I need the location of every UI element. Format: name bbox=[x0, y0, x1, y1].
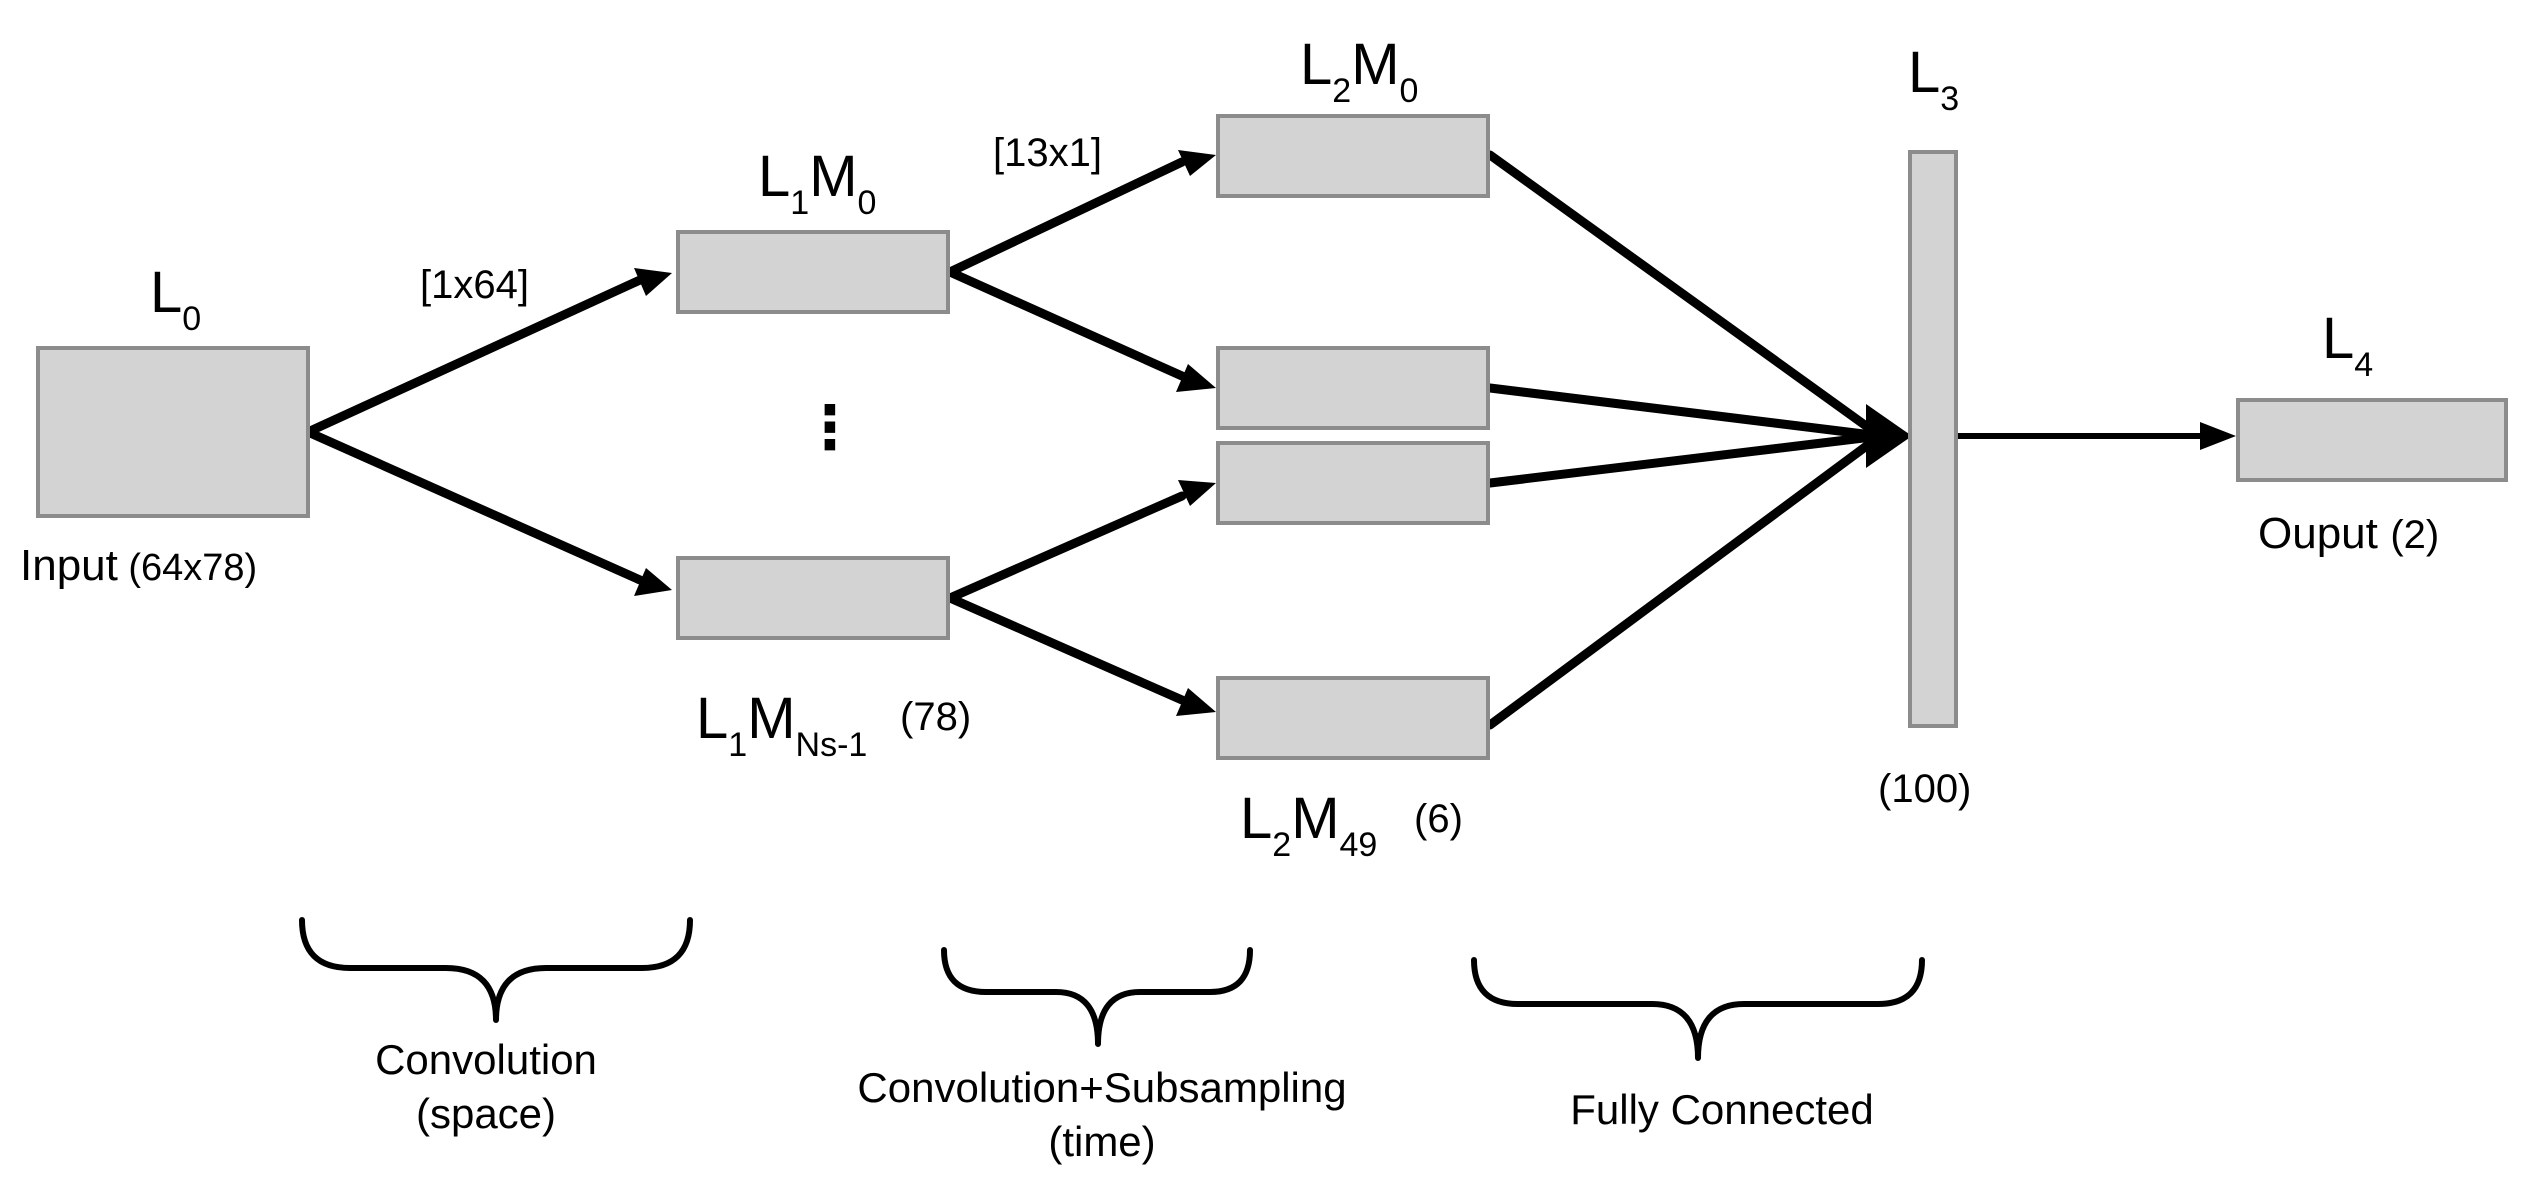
l1mlast-layer-sub: 1 bbox=[728, 726, 747, 764]
edge-l1m0-to-l2m1 bbox=[945, 267, 1187, 381]
edge-l1mlast-to-l2m2 bbox=[945, 491, 1187, 603]
l0-label: L0 bbox=[150, 260, 201, 338]
l2mlast-layer: L bbox=[1240, 786, 1272, 851]
l0-sub: 0 bbox=[182, 300, 201, 338]
arrowhead-l2mlast bbox=[1176, 688, 1216, 716]
l2mlast-map-sub: 49 bbox=[1340, 826, 1378, 864]
edge-l1m0-to-l2m0 bbox=[945, 157, 1187, 277]
arrowhead-l2m1 bbox=[1176, 364, 1216, 392]
l2m2-box bbox=[1216, 441, 1490, 525]
edge-input-to-l1m0 bbox=[303, 275, 645, 437]
l2m0-map: M bbox=[1351, 32, 1399, 97]
l1mlast-label: L1MNs-1 bbox=[696, 686, 867, 764]
l1mlast-layer: L bbox=[696, 686, 728, 751]
l3-count: (100) bbox=[1878, 767, 1971, 811]
edge-input-to-l1mlast bbox=[303, 427, 645, 585]
l1m0-map-sub: 0 bbox=[858, 184, 877, 222]
brace-fully-connected bbox=[1471, 957, 1925, 1061]
l3-label: L3 bbox=[1908, 40, 1959, 118]
stage-convolution-time-line1: Convolution+Subsampling bbox=[857, 1064, 1346, 1111]
input-box bbox=[36, 346, 310, 518]
arrowhead-l2m0 bbox=[1178, 150, 1216, 176]
l2m0-box bbox=[1216, 114, 1490, 198]
l3-layer: L bbox=[1908, 40, 1940, 105]
kernel-space-label: [1x64] bbox=[420, 263, 529, 307]
kernel-time-label: [13x1] bbox=[993, 131, 1102, 175]
output-caption: Ouput (2) bbox=[2258, 509, 2439, 558]
brace-convolution-time bbox=[941, 947, 1253, 1047]
l2mlast-label: L2M49 bbox=[1240, 786, 1377, 864]
output-caption-dims: (2) bbox=[2390, 513, 2439, 557]
l1mlast-count: (78) bbox=[900, 695, 971, 739]
l1m0-map: M bbox=[809, 144, 857, 209]
stage-convolution-space-line1: Convolution bbox=[375, 1036, 597, 1083]
l1mlast-box bbox=[676, 556, 950, 640]
arrowhead-l4 bbox=[2200, 422, 2236, 450]
l2m0-map-sub: 0 bbox=[1400, 72, 1419, 110]
l2mlast-map: M bbox=[1291, 786, 1339, 851]
l1m0-layer-sub: 1 bbox=[790, 184, 809, 222]
output-box bbox=[2236, 398, 2508, 482]
brace-convolution-space bbox=[299, 917, 693, 1023]
l2m0-layer: L bbox=[1300, 32, 1332, 97]
l1mlast-map-sub: Ns-1 bbox=[796, 726, 868, 764]
l3-box bbox=[1908, 150, 1958, 728]
arrowhead-l1m0 bbox=[634, 268, 672, 296]
input-caption-dims: (64x78) bbox=[128, 547, 257, 589]
l4-label: L4 bbox=[2322, 306, 2373, 384]
l2m0-layer-sub: 2 bbox=[1332, 72, 1351, 110]
l4-sub: 4 bbox=[2354, 346, 2373, 384]
l2mlast-count: (6) bbox=[1414, 797, 1463, 841]
l2m1-box bbox=[1216, 346, 1490, 430]
l0-layer: L bbox=[150, 260, 182, 325]
l4-layer: L bbox=[2322, 306, 2354, 371]
l2mlast-layer-sub: 2 bbox=[1272, 826, 1291, 864]
stage-fully-connected-line1: Fully Connected bbox=[1570, 1086, 1874, 1133]
l1m0-box bbox=[676, 230, 950, 314]
l3-sub: 3 bbox=[1940, 80, 1959, 118]
l1mlast-map: M bbox=[747, 686, 795, 751]
ellipsis: ⋮ bbox=[800, 394, 860, 461]
input-caption-main: Input bbox=[20, 541, 118, 590]
edge-l2m1-to-l3 bbox=[1485, 383, 1885, 441]
l2mlast-box bbox=[1216, 676, 1490, 760]
stage-convolution-time-line2: (time) bbox=[1048, 1118, 1155, 1165]
edge-l1mlast-to-l2mlast bbox=[945, 593, 1187, 705]
l2m0-label: L2M0 bbox=[1300, 32, 1418, 110]
arrowhead-l3 bbox=[1866, 404, 1912, 468]
output-caption-main: Ouput bbox=[2258, 509, 2378, 558]
l1m0-label: L1M0 bbox=[758, 144, 876, 222]
l1m0-layer: L bbox=[758, 144, 790, 209]
input-caption: Input (64x78) bbox=[20, 541, 257, 590]
stage-convolution-space-line2: (space) bbox=[416, 1090, 556, 1137]
arrowhead-l2m2 bbox=[1178, 480, 1216, 506]
arrowhead-l1mlast bbox=[634, 568, 672, 596]
edge-l2m0-to-l3 bbox=[1485, 150, 1885, 441]
edge-l2mlast-to-l3 bbox=[1485, 431, 1885, 730]
edge-l2m2-to-l3 bbox=[1485, 431, 1885, 488]
